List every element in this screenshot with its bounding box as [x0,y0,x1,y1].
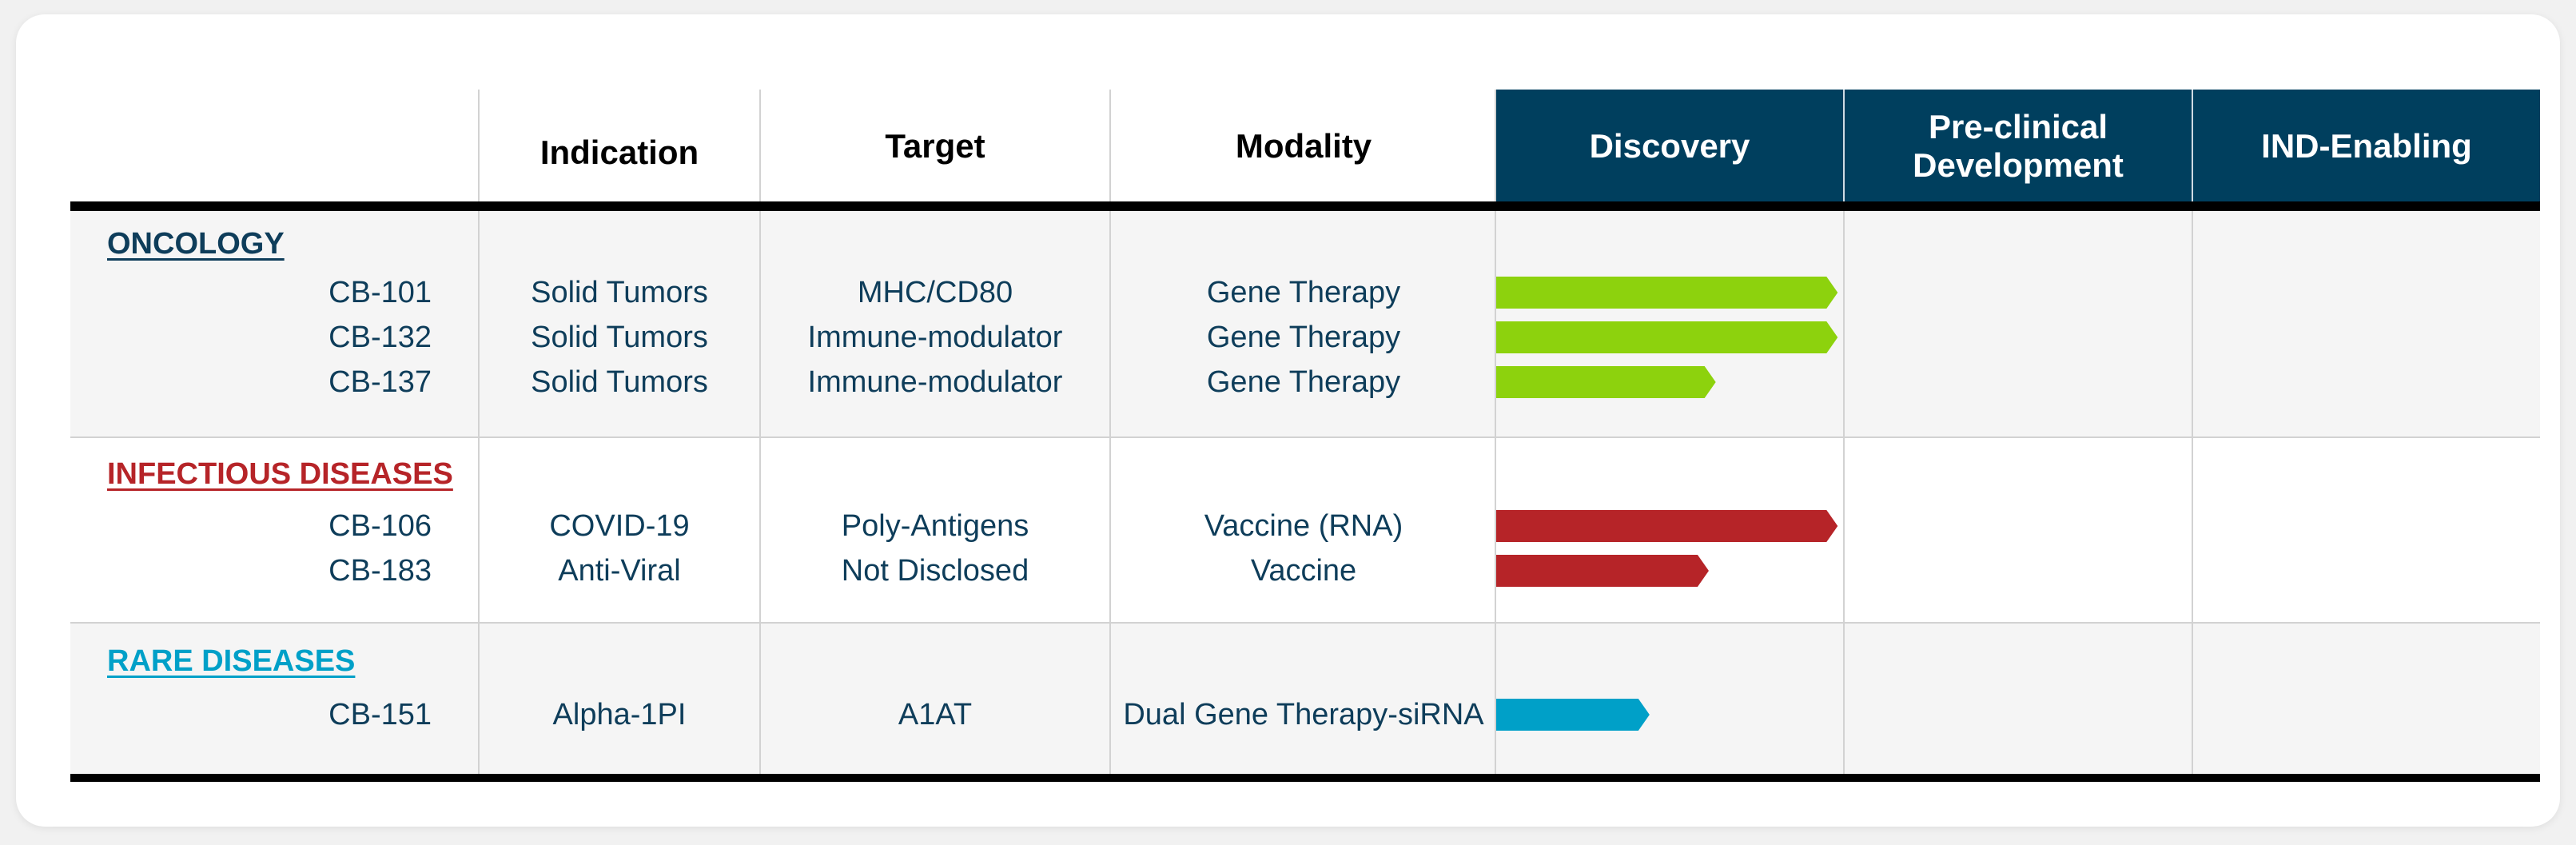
header-rule [70,201,2540,211]
col-divider [1843,203,1845,774]
stage-divider [1843,90,1845,203]
program-code: CB-106 [328,509,432,543]
progress-bar-cb-101 [1496,277,1838,309]
stage-divider [2192,90,2193,203]
col-divider [478,90,480,774]
group-label-oncology: ONCOLOGY [107,227,285,261]
col-indication-header: Indication [539,134,699,171]
target-cell: MHC/CD80 [857,276,1013,309]
modality-cell: Vaccine [1250,554,1357,588]
oncology-band [70,211,2540,436]
col-modality-header: Modality [1235,127,1372,165]
pipeline-table: Indication Target Modality Discovery Pre… [70,90,2540,787]
target-cell: A1AT [898,698,973,731]
group-divider [70,436,2540,438]
target-cell: Poly-Antigens [841,509,1029,543]
col-divider [1109,90,1111,774]
modality-cell: Gene Therapy [1206,321,1401,354]
footer-rule [70,774,2540,782]
pipeline-card: Indication Target Modality Discovery Pre… [16,14,2560,827]
group-label-infectious-diseases: INFECTIOUS DISEASES [107,457,453,491]
progress-bar-cb-106 [1496,510,1838,542]
program-code: CB-132 [328,321,432,354]
modality-cell: Vaccine (RNA) [1204,509,1403,543]
indication-cell: Alpha-1PI [552,698,687,731]
indication-cell: Solid Tumors [531,276,708,309]
program-code: CB-101 [328,276,432,309]
modality-cell: Gene Therapy [1206,365,1401,399]
col-divider [2192,203,2193,774]
col-divider [759,90,761,774]
target-cell: Immune-modulator [807,365,1063,399]
program-code: CB-151 [328,698,432,731]
rare-band [70,624,2540,774]
progress-bar-cb-151 [1496,699,1650,731]
progress-bar-cb-183 [1496,555,1709,587]
target-cell: Immune-modulator [807,321,1063,354]
group-divider [70,622,2540,624]
modality-cell: Gene Therapy [1206,276,1401,309]
stage-preclinical-header: Pre-clinical Development [1845,90,2192,203]
program-code: CB-137 [328,365,432,399]
indication-cell: Anti-Viral [558,554,681,588]
progress-bar-cb-132 [1496,321,1838,353]
program-code: CB-183 [328,554,432,588]
group-label-rare-diseases: RARE DISEASES [107,644,356,678]
indication-cell: Solid Tumors [531,365,708,399]
col-target-header: Target [885,127,985,165]
modality-cell: Dual Gene Therapy-siRNA [1123,698,1484,731]
progress-bars [1496,277,1838,731]
indication-cell: COVID-19 [549,509,690,543]
stage-ind-enabling-header: IND-Enabling [2193,90,2540,203]
progress-bar-cb-137 [1496,366,1716,398]
target-cell: Not Disclosed [841,554,1029,588]
stage-discovery-header: Discovery [1496,90,1843,203]
indication-cell: Solid Tumors [531,321,708,354]
col-divider [1495,90,1496,774]
